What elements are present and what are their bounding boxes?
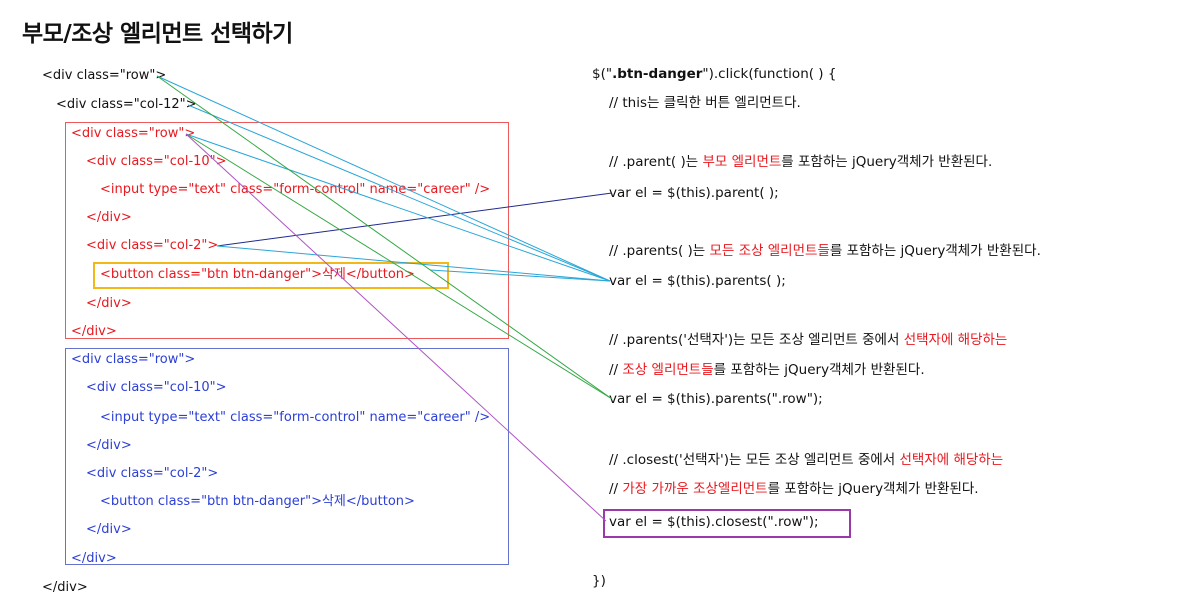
code-line-input-2: <input type="text" class="form-control" … — [100, 410, 491, 425]
code-line-div-close-3: </div> — [86, 438, 132, 453]
code-line-row-1: <div class="row"> — [71, 126, 196, 141]
js-line-closest: var el = $(this).closest(".row"); — [609, 514, 819, 530]
code-line-outer-close: </div> — [42, 580, 88, 595]
code-line-button-2: <button class="btn btn-danger">삭제</butto… — [100, 494, 415, 509]
page-title: 부모/조상 엘리먼트 선택하기 — [22, 21, 293, 47]
code-line-col10-1: <div class="col-10"> — [86, 154, 227, 169]
code-line-row-2: <div class="row"> — [71, 352, 196, 367]
code-line-div-close-4: </div> — [86, 522, 132, 537]
code-line-button-1: <button class="btn btn-danger">삭제</butto… — [100, 267, 415, 282]
js-comment-parents-selector: // .parents('선택자')는 모든 조상 엘리먼트 중에서 선택자에 … — [609, 332, 1008, 348]
js-comment-closest: // .closest('선택자')는 모든 조상 엘리먼트 중에서 선택자에 … — [609, 452, 1004, 468]
code-line-col2-2: <div class="col-2"> — [86, 466, 219, 481]
closest-highlight-box — [603, 509, 851, 538]
js-comment-closest-2: // 가장 가까운 조상엘리먼트를 포함하는 jQuery객체가 반환된다. — [609, 481, 979, 497]
js-line-parents-row: var el = $(this).parents(".row"); — [609, 391, 823, 407]
js-comment-parent: // .parent( )는 부모 엘리먼트를 포함하는 jQuery객체가 반… — [609, 154, 993, 170]
code-line-row-close-1: </div> — [71, 324, 117, 339]
js-comment-this: // this는 클릭한 버튼 엘리먼트다. — [609, 95, 801, 111]
js-line-parents: var el = $(this).parents( ); — [609, 273, 786, 289]
js-line-click: $(".btn-danger").click(function( ) { — [592, 66, 837, 82]
code-line-col10-2: <div class="col-10"> — [86, 380, 227, 395]
code-line-col2-1: <div class="col-2"> — [86, 238, 219, 253]
js-comment-parents: // .parents( )는 모든 조상 엘리먼트들를 포함하는 jQuery… — [609, 243, 1041, 259]
code-line-input-1: <input type="text" class="form-control" … — [100, 182, 491, 197]
js-comment-parents-selector-2: // 조상 엘리먼트들를 포함하는 jQuery객체가 반환된다. — [609, 362, 925, 378]
code-line-col12: <div class="col-12"> — [56, 97, 197, 112]
js-line-close: }) — [592, 573, 606, 589]
js-line-parent: var el = $(this).parent( ); — [609, 185, 779, 201]
code-line-row-close-2: </div> — [71, 551, 117, 566]
code-line-div-close-1: </div> — [86, 210, 132, 225]
code-line-div-close-2: </div> — [86, 296, 132, 311]
code-line-row-outer: <div class="row"> — [42, 68, 167, 83]
